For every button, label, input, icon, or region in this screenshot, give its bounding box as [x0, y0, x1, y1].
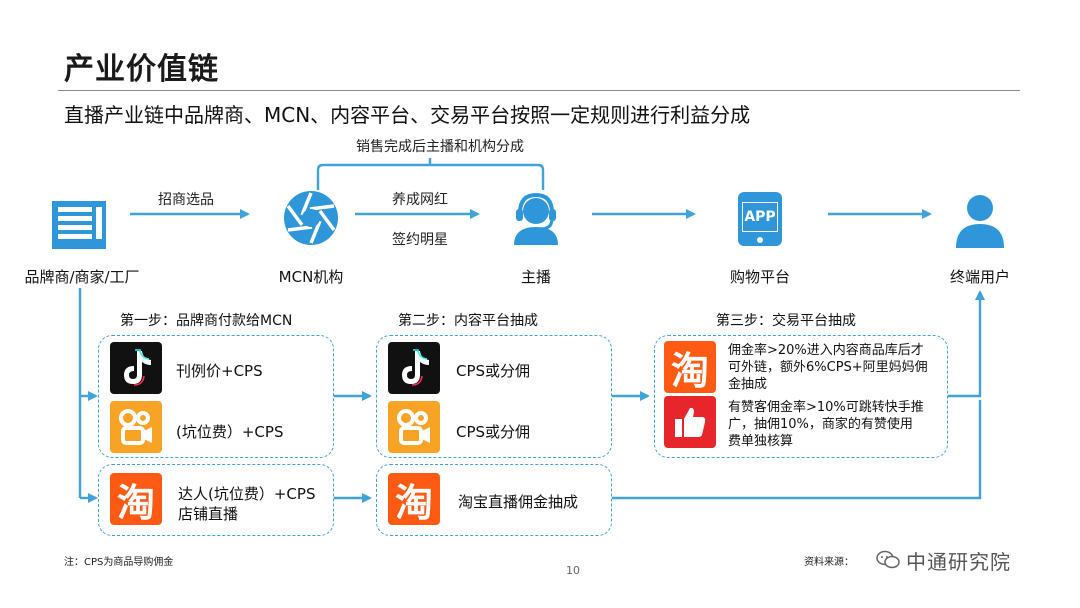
step1-box [98, 335, 334, 458]
arrow-step3-user [948, 290, 985, 398]
step1-bottom-line1: 达人(坑位费）+CPS [178, 485, 316, 503]
step2-row1-text: CPS或分佣 [456, 362, 531, 380]
step3-youzan-text: 有赞客佣金率>10%可跳转快手推 广，抽佣10%，商家的有赞使用 费单独核算 [728, 399, 942, 450]
line-step2b-user [612, 400, 982, 500]
taobao-logo-icon: 淘 [664, 341, 716, 393]
step1-bottom-line2: 店铺直播 [178, 505, 239, 523]
kuaishou-logo-icon [110, 401, 162, 453]
step3-box [654, 335, 948, 458]
step3-taobao-text: 佣金率>20%进入内容商品库后才 可外链，额外6%CPS+阿里妈妈佣 金抽成 [728, 342, 942, 393]
kuaishou-logo-icon [388, 401, 440, 453]
split-label: 销售完成后主播和机构分成 [356, 139, 524, 155]
wechat-icon [876, 550, 900, 570]
node-label-brand: 品牌商/商家/工厂 [24, 268, 140, 286]
headset-person-icon [508, 189, 564, 247]
taobao-logo-icon: 淘 [110, 473, 162, 525]
step3-taobao-line: 可外链，额外6%CPS+阿里妈妈佣 [728, 360, 928, 375]
node-label-anchor: 主播 [520, 268, 551, 286]
step2-row2-text: CPS或分佣 [456, 423, 531, 441]
page-title: 产业价值链 [64, 52, 219, 87]
watermark: 中通研究院 [906, 550, 1011, 574]
edge-label-select: 招商选品 [158, 192, 214, 208]
step1-title: 第一步：品牌商付款给MCN [120, 313, 293, 329]
step3-taobao-line: 金抽成 [728, 377, 768, 392]
step2-box [376, 335, 612, 458]
node-label-platform: 购物平台 [729, 268, 790, 286]
tiktok-logo-icon [388, 342, 440, 394]
edge-label-nurture: 养成网红 [392, 192, 448, 208]
step3-title: 第三步：交易平台抽成 [716, 313, 856, 329]
step3-youzan-line: 广，抽佣10%，商家的有赞使用 [728, 417, 913, 432]
warehouse-icon [50, 195, 108, 253]
step2-title: 第二步：内容平台抽成 [398, 313, 538, 329]
step1-row2-text: (坑位费）+CPS [176, 423, 284, 441]
step1-row1-text: 刊例价+CPS [176, 362, 263, 380]
step3-youzan-line: 有赞客佣金率>10%可跳转快手推 [728, 400, 924, 415]
title-divider [58, 90, 1020, 91]
page-number: 10 [566, 564, 580, 577]
node-label-user: 终端用户 [949, 268, 1010, 286]
node-label-mcn: MCN机构 [278, 268, 344, 286]
user-icon [952, 192, 1008, 248]
step3-youzan-line: 费单独核算 [728, 434, 794, 449]
split-bracket [316, 163, 545, 190]
step3-taobao-line: 佣金率>20%进入内容商品库后才 [728, 343, 924, 358]
step1-bottom-box [98, 464, 334, 536]
app-phone-icon: APP [732, 190, 788, 248]
source-label: 资料来源： [804, 557, 854, 568]
thumbs-up-icon [664, 396, 716, 448]
footnote: 注：CPS为商品导购佣金 [64, 557, 174, 568]
page-subtitle: 直播产业链中品牌商、MCN、内容平台、交易平台按照一定规则进行利益分成 [64, 103, 751, 127]
taobao-logo-icon: 淘 [388, 473, 440, 525]
edge-label-sign: 签约明星 [392, 232, 448, 248]
step2-bottom-box [376, 464, 612, 536]
aperture-icon [282, 189, 340, 247]
tiktok-logo-icon [110, 342, 162, 394]
app-icon-text: APP [744, 209, 776, 225]
step2-bottom-text: 淘宝直播佣金抽成 [458, 493, 579, 511]
